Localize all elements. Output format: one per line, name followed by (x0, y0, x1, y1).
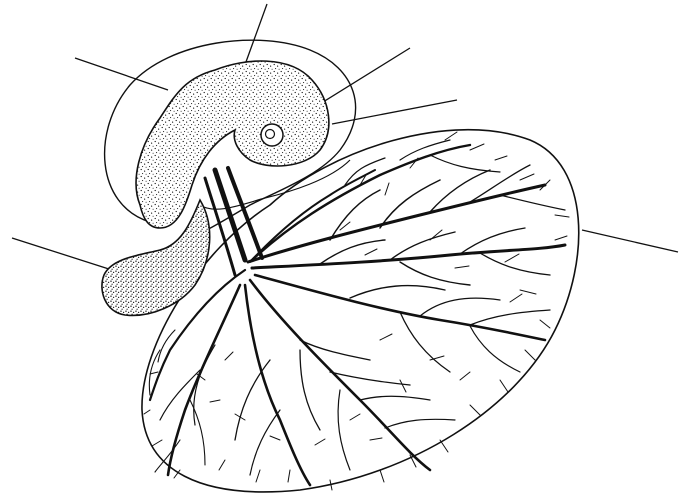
leader-line-5 (12, 238, 112, 270)
leader-line-4 (332, 100, 457, 124)
leader-line-6 (582, 230, 678, 252)
leader-line-1 (75, 58, 168, 90)
embryo-body (136, 61, 329, 228)
eye-structure (261, 124, 283, 146)
